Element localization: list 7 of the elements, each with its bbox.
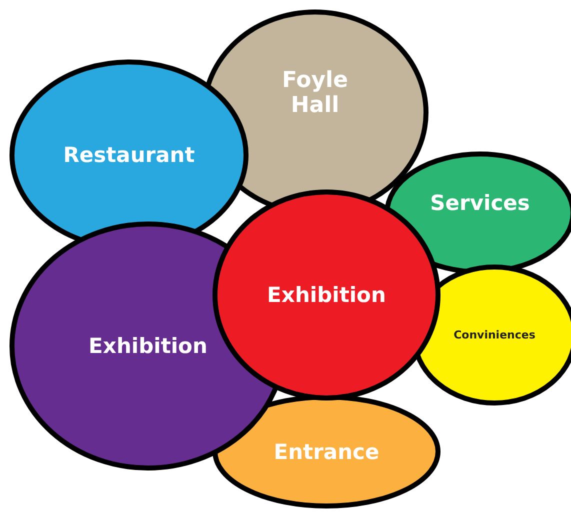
- zone-label: Services: [429, 191, 531, 215]
- zone-label: Entrance: [272, 440, 380, 464]
- zone-label: Conviniences: [452, 328, 536, 342]
- zone-label: Foyle Hall: [280, 68, 350, 118]
- zone-label: Exhibition: [266, 283, 387, 307]
- zone-label: Exhibition: [88, 334, 208, 358]
- zone-label: Restaurant: [62, 143, 196, 167]
